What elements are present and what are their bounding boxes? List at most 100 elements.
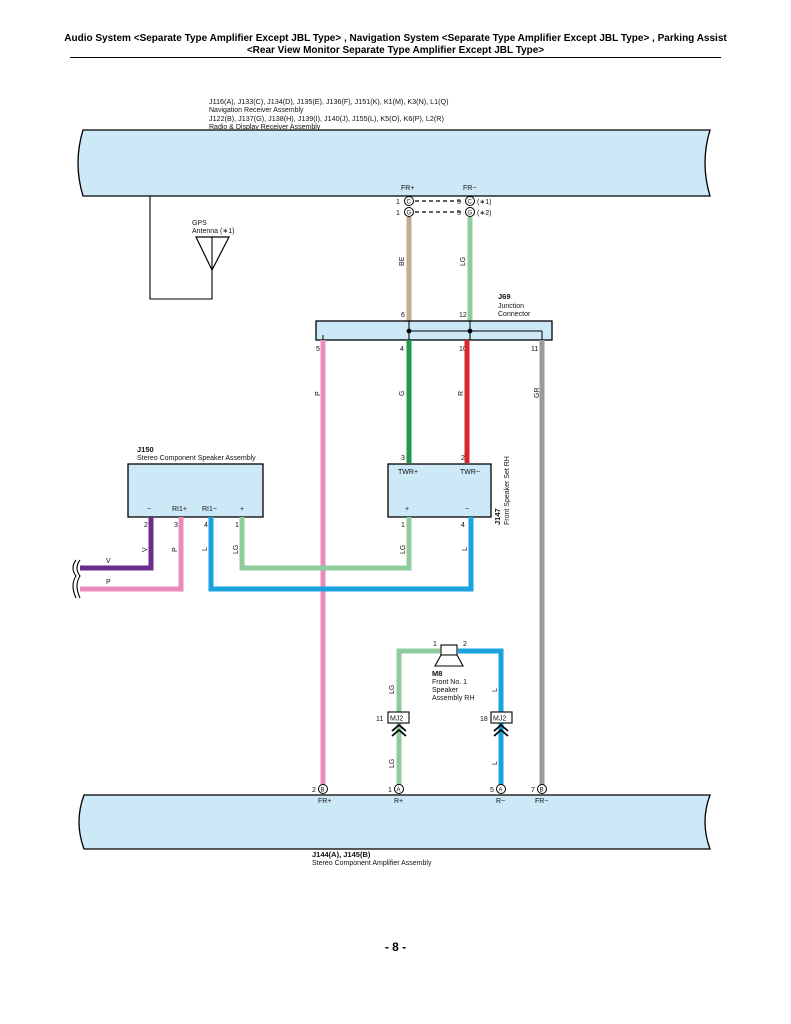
j147-twr-plus: TWR+ — [398, 469, 418, 476]
connector-g: G — [468, 211, 473, 217]
header-line-2: <Rear View Monitor Separate Type Amplifi… — [246, 45, 545, 56]
note-2: (∗2) — [477, 210, 491, 217]
page-number: - 8 - — [384, 940, 407, 954]
pin-num: 18 — [480, 716, 488, 723]
wire-lg-j150 — [239, 517, 412, 571]
pin-num: 1 — [396, 210, 400, 217]
pin-num: 6 — [401, 312, 405, 319]
receiver-name-1: Navigation Receiver Assembly — [209, 107, 304, 114]
receiver-assembly: J116(A), J133(C), J134(D), J135(E), J136… — [77, 97, 711, 197]
document-header: Audio System <Separate Type Amplifier Ex… — [40, 33, 751, 57]
j150-pin-label: + — [240, 506, 244, 513]
pin-label-fr-plus: FR+ — [401, 185, 414, 192]
mj2-connector-right: MJ2 18 — [480, 711, 513, 737]
receiver-codes-2: J122(B), J137(G), J138(H), J139(I), J140… — [209, 114, 444, 123]
pin-num: 2 — [461, 455, 465, 462]
mj2-label: MJ2 — [390, 716, 403, 723]
wire-label-l: L — [492, 761, 499, 765]
wire-label-p: P — [172, 547, 179, 552]
wire-v — [80, 517, 154, 571]
j147-plus: + — [405, 506, 409, 513]
pin-num: 10 — [459, 346, 467, 353]
pin-num: 5 — [457, 199, 461, 206]
amp-name: Stereo Component Amplifier Assembly — [312, 860, 432, 867]
wire-label-lg: LG — [389, 759, 396, 768]
j150-name: Stereo Component Speaker Assembly — [137, 455, 256, 462]
gps-label: GPS — [192, 220, 207, 227]
pin-num: 3 — [401, 455, 405, 462]
pin-num: 5 — [457, 210, 461, 217]
wire-l-j150 — [208, 517, 474, 592]
wire-break — [76, 559, 81, 599]
wire-label-l: L — [202, 547, 209, 551]
wire-label-p: P — [315, 391, 322, 396]
pin-num: 11 — [376, 716, 383, 723]
wire-label-g: G — [399, 391, 406, 396]
wire-label-r: R — [458, 391, 465, 396]
j147-minus: − — [465, 506, 469, 513]
j150-pin-label: RI1− — [202, 506, 217, 513]
m8-name-3: Assembly RH — [432, 695, 474, 702]
j150-pin-label: − — [147, 506, 151, 513]
speaker-assembly-j150: J150 Stereo Component Speaker Assembly −… — [127, 445, 264, 529]
receiver-codes-1: J116(A), J133(C), J134(D), J135(E), J136… — [209, 97, 449, 106]
pin-num: 5 — [316, 346, 320, 353]
wire-label-be: BE — [399, 256, 406, 266]
amp-conn: A — [499, 788, 503, 794]
amp-conn: A — [397, 788, 401, 794]
gps-sub-label: Antenna (∗1) — [192, 228, 234, 235]
mj2-connector-left: MJ2 11 — [376, 711, 410, 737]
j69-name-2: Connector — [498, 311, 531, 318]
amp-conn: B — [321, 788, 325, 794]
amp-pin-label: R− — [496, 798, 505, 805]
wire-lg-m8 — [396, 648, 440, 785]
wire-label-lg: LG — [389, 685, 396, 694]
pin-label-fr-minus: FR− — [463, 185, 476, 192]
wire-label-lg: LG — [460, 257, 467, 266]
pin-num: 2 — [463, 641, 467, 648]
pin-num: 4 — [461, 522, 465, 529]
wire-label-l: L — [492, 688, 499, 692]
pin-num: 1 — [401, 522, 405, 529]
gps-antenna: GPS Antenna (∗1) — [149, 196, 234, 300]
pin-num: 1 — [396, 199, 400, 206]
pin-num: 1 — [235, 522, 239, 529]
pin-num: 1 — [388, 787, 392, 794]
pin-num: 12 — [459, 312, 467, 319]
pin-num: 2 — [144, 522, 148, 529]
connector-c: C — [407, 200, 412, 206]
pin-num: 4 — [400, 346, 404, 353]
amp-conn: B — [540, 788, 544, 794]
wire-label-lg: LG — [233, 545, 240, 554]
wire-label-lg: LG — [400, 545, 407, 554]
m8-code: M8 — [432, 669, 442, 678]
wire-break — [72, 559, 77, 599]
amp-pin-label: FR+ — [318, 798, 331, 805]
wire-l-m8 — [458, 648, 504, 785]
mj2-label: MJ2 — [493, 716, 506, 723]
amp-codes: J144(A), J145(B) — [312, 850, 371, 859]
speaker-m8: 1 2 M8 Front No. 1 Speaker Assembly RH — [396, 641, 504, 785]
connector-g: G — [407, 211, 412, 217]
wire-label-l: L — [462, 547, 469, 551]
wire-label-v: V — [106, 558, 111, 565]
pin-num: 11 — [531, 346, 538, 353]
pin-num: 7 — [531, 787, 535, 794]
header-line-1: Audio System <Separate Type Amplifier Ex… — [64, 33, 727, 44]
m8-name-1: Front No. 1 — [432, 679, 467, 686]
wire-label-gr: GR — [534, 388, 541, 399]
pin-num: 2 — [312, 787, 316, 794]
junction-connector-j69: J69 Junction Connector 6 12 5 4 10 11 — [315, 292, 553, 353]
j147-code: J147 — [493, 508, 502, 525]
pin-num: 5 — [490, 787, 494, 794]
j150-pin-label: RI1+ — [172, 506, 187, 513]
j69-code: J69 — [498, 292, 511, 301]
pin-num: 3 — [174, 522, 178, 529]
speaker-icon — [434, 654, 464, 667]
pin-num: 1 — [433, 641, 437, 648]
wire-label-v: V — [142, 547, 149, 552]
wire-p-j150 — [80, 517, 184, 592]
receiver-pins: FR+ FR− 1 1 5 5 C G C G (∗1) (∗2) — [396, 185, 491, 217]
connector-c: C — [468, 200, 473, 206]
